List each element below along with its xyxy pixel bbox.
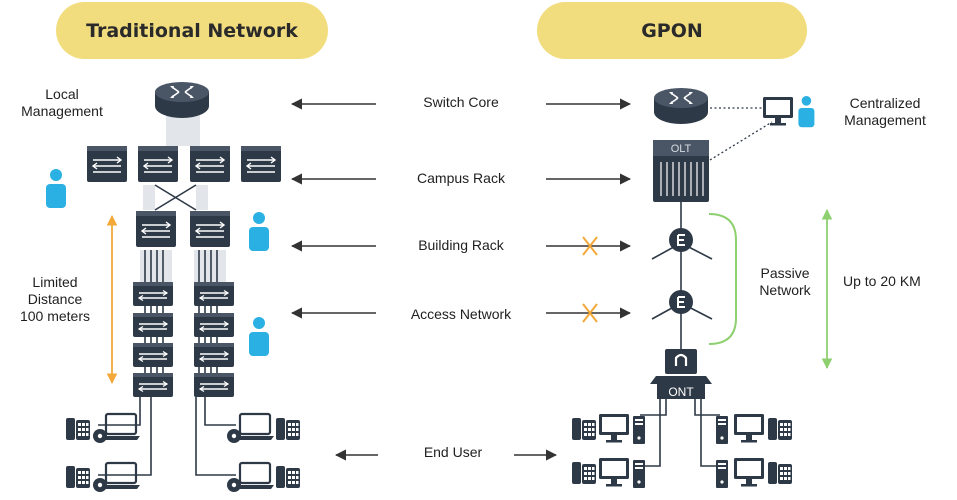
layer-label-switch-core: Switch Core (423, 94, 499, 110)
access-switch-icon (193, 372, 235, 398)
access-switch-icon (193, 281, 235, 307)
phone-icon (768, 418, 792, 440)
limited-distance-label: Limited Distance 100 meters (19, 274, 91, 324)
phone-icon (572, 418, 596, 440)
monitor-icon (734, 458, 764, 487)
person-icon (249, 212, 269, 251)
campus-switch-icon (137, 145, 179, 183)
phone-icon (66, 418, 90, 440)
laptop-icon (225, 461, 276, 494)
passive-network-label: Passive Network (759, 265, 811, 298)
distance-label: Up to 20 KM (843, 273, 921, 289)
header-traditional: Traditional Network (56, 2, 328, 59)
laptop-icon (91, 412, 142, 445)
campus-switch-icon (240, 145, 282, 183)
desktop-icon (716, 416, 728, 444)
layer-label-access-network: Access Network (410, 306, 512, 322)
layer-label-end-user: End User (423, 444, 483, 460)
header-gpon: GPON (537, 2, 807, 59)
person-icon (46, 169, 66, 208)
splitter-icon (668, 227, 694, 253)
traditional-network (46, 81, 300, 494)
gpon-router-icon (653, 87, 709, 125)
access-switch-icon (132, 372, 174, 398)
building-switch-icon (135, 210, 177, 248)
phone-icon (572, 462, 596, 484)
local-management-label: Local Management (21, 86, 103, 119)
monitor-icon (763, 97, 793, 126)
layer-label-building-rack: Building Rack (418, 237, 504, 253)
ont-wires (640, 399, 720, 467)
olt-icon (653, 140, 709, 202)
access-switch-icon (132, 342, 174, 368)
person-icon (249, 317, 269, 356)
access-switch-icon (132, 281, 174, 307)
ont-label: ONT (668, 385, 694, 399)
phone-icon (768, 462, 792, 484)
monitor-icon (599, 414, 629, 443)
building-switch-icon (189, 210, 231, 248)
campus-switch-icon (189, 145, 231, 183)
ont-icon (650, 349, 712, 399)
end-user-wires (98, 397, 236, 476)
passive-bracket (708, 213, 737, 345)
phone-icon (276, 466, 300, 488)
desktop-icon (716, 460, 728, 488)
desktop-icon (633, 416, 645, 444)
monitor-icon (599, 458, 629, 487)
core-router-icon (154, 81, 210, 119)
laptop-icon (225, 412, 276, 445)
centralized-management-label: Centralized Management (844, 95, 926, 128)
person-icon (798, 96, 815, 128)
gpon-network (572, 87, 833, 488)
layer-label-campus-rack: Campus Rack (417, 170, 505, 186)
desktop-icon (633, 460, 645, 488)
layer-arrows (290, 98, 632, 461)
splitter-icon (668, 289, 694, 315)
phone-icon (276, 418, 300, 440)
monitor-icon (734, 414, 764, 443)
access-switch-icon (132, 312, 174, 338)
campus-switch-icon (86, 145, 128, 183)
phone-icon (66, 466, 90, 488)
laptop-icon (91, 461, 142, 494)
cross-links (143, 184, 208, 211)
access-switch-icon (193, 312, 235, 338)
management-links (709, 107, 773, 161)
olt-label: OLT (670, 143, 692, 155)
access-switch-icon (193, 342, 235, 368)
